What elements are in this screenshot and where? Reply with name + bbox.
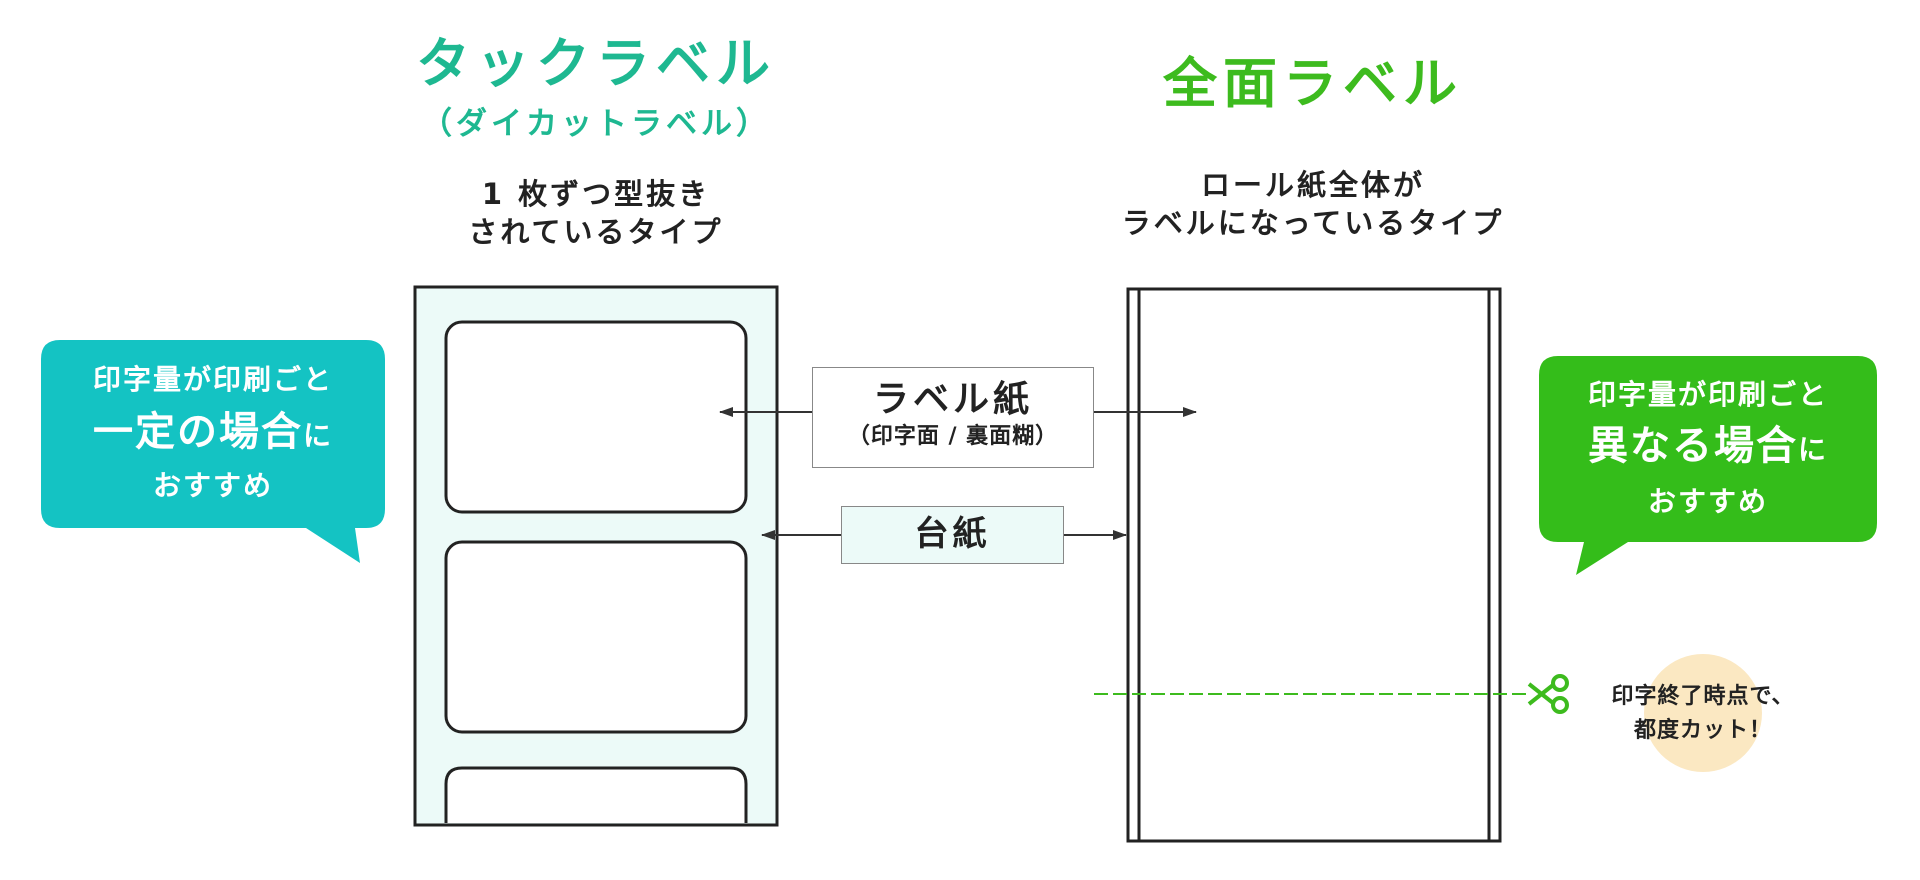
right-bubble-line2-suffix: に [1797, 433, 1828, 466]
right-bubble-line2-emphasis: 異なる場合 [1587, 423, 1798, 469]
tack-label-2 [444, 540, 748, 734]
label-paper-box: ラベル紙 （印字面 / 裏面糊） [812, 367, 1094, 468]
full-label-title: 全面ラベル [1163, 52, 1463, 115]
backing-paper-title: 台紙 [914, 514, 991, 554]
full-label-desc-line1: ロール紙全体が [1200, 168, 1425, 202]
tack-label-desc-line2: されているタイプ [468, 215, 724, 249]
label-paper-title: ラベル紙 [872, 379, 1033, 420]
left-bubble-shape [41, 340, 385, 563]
cut-note-line2: 都度カット！ [1633, 718, 1772, 743]
scissors-icon [1527, 674, 1569, 714]
right-bubble-shape [1539, 356, 1877, 575]
tack-label-desc-line1: 1 枚ずつ型抜き [481, 177, 711, 211]
right-bubble-line2: 異なる場合に [1543, 422, 1873, 478]
left-bubble-line2-emphasis: 一定の場合 [92, 409, 303, 455]
left-bubble-line1: 印字量が印刷ごと [92, 363, 333, 396]
right-bubble-line3: おすすめ [1647, 485, 1768, 518]
label-paper-subtitle: （印字面 / 裏面糊） [847, 424, 1059, 449]
left-bubble-line2-suffix: に [302, 419, 333, 452]
left-bubble-line2: 一定の場合に [45, 408, 381, 464]
tack-label-1 [444, 320, 748, 514]
full-label-desc-line2: ラベルになっているタイプ [1121, 206, 1505, 240]
cut-note-highlight-circle [1644, 654, 1762, 772]
cut-note-line1: 印字終了時点で、 [1611, 684, 1795, 709]
left-bubble-line3: おすすめ [152, 469, 273, 502]
tack-label-3-partial [444, 766, 748, 823]
right-bubble-line1: 印字量が印刷ごと [1587, 378, 1828, 411]
tack-label-subtitle: （ダイカットラベル） [421, 106, 771, 142]
full-label-roll [1126, 287, 1502, 843]
tack-label-title: タックラベル [416, 32, 776, 95]
backing-paper-box: 台紙 [841, 506, 1064, 564]
